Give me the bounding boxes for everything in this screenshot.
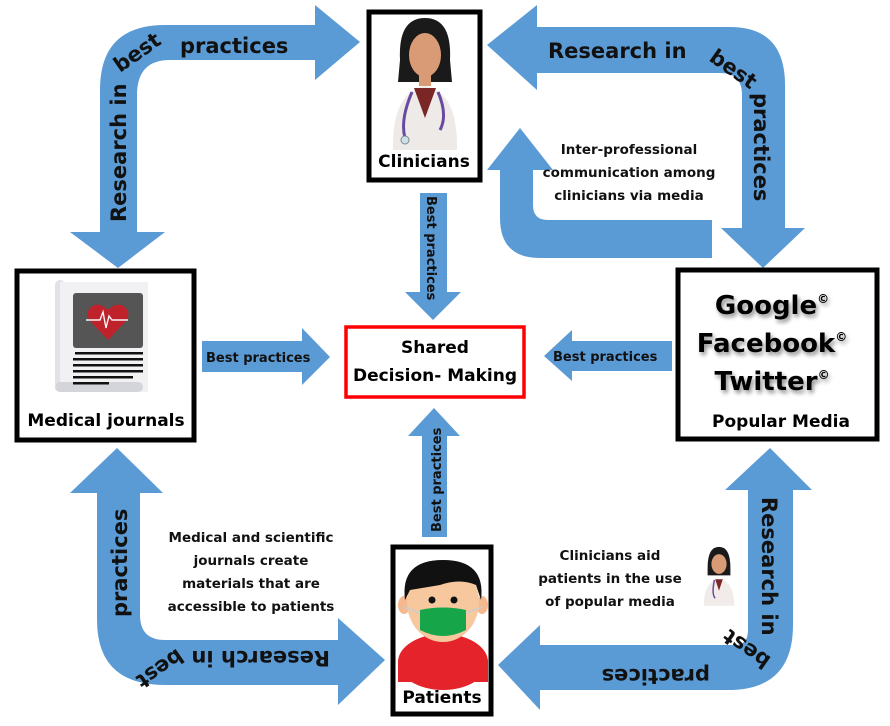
svg-text:materials that are: materials that are [182, 576, 320, 592]
svg-text:clinicians via media: clinicians via media [554, 188, 703, 204]
masked-patient-icon [398, 560, 488, 690]
arrow-research-journals-to-patients: practices best Research in [70, 448, 385, 705]
arrow-inter-professional [487, 128, 712, 258]
label-best-practices: Best practices [553, 350, 658, 365]
svg-text:of popular media: of popular media [545, 594, 675, 610]
node-patients[interactable]: Patients [390, 544, 494, 717]
brand-twitter: Twitter© [714, 367, 829, 397]
note-journals-patients: Medical and scientific journals create m… [168, 530, 335, 615]
arrow-media-to-center: Best practices [544, 330, 672, 381]
label-research-in: Research in [548, 39, 687, 63]
svg-text:Clinicians aid: Clinicians aid [560, 548, 661, 564]
brand-facebook: Facebook© [697, 329, 847, 359]
label-research-in: Research in [107, 83, 131, 222]
label-best-practices: Best practices [423, 196, 438, 301]
node-shared-decision-making[interactable]: Shared Decision- Making [344, 325, 526, 399]
node-label: Medical journals [27, 411, 184, 431]
label-practices: practices [749, 93, 773, 201]
arrow-research-media-to-clinicians: Research in best practices [487, 5, 805, 268]
svg-text:patients in the use: patients in the use [538, 571, 681, 587]
node-medical-journals[interactable]: Medical journals [14, 268, 197, 443]
label-best-practices: Best practices [206, 351, 311, 366]
svg-text:accessible to patients: accessible to patients [168, 599, 335, 615]
journal-heart-icon [55, 280, 148, 392]
female-doctor-icon [392, 18, 458, 150]
center-label-line1: Shared [401, 338, 469, 358]
label-practices: practices [108, 509, 132, 617]
label-best-practices: Best practices [430, 427, 445, 532]
node-popular-media[interactable]: Google© Facebook© Twitter© Popular Media [675, 267, 880, 442]
arrow-research-journals-to-clinicians: Research in best practices [70, 5, 360, 268]
svg-text:communication among: communication among [543, 165, 716, 181]
node-label: Clinicians [378, 152, 470, 172]
label-research-in: Research in [191, 646, 330, 670]
arrow-journals-to-center: Best practices [202, 328, 330, 385]
arrow-patients-to-center: Best practices [408, 408, 460, 537]
female-doctor-small-icon [703, 546, 735, 606]
center-label-line2: Decision- Making [353, 366, 517, 386]
note-inter-professional: Inter-professional communication among c… [543, 142, 716, 204]
arrow-clinicians-to-center: Best practices [405, 193, 461, 320]
svg-text:Inter-professional: Inter-professional [561, 142, 697, 158]
node-clinicians[interactable]: Clinicians [366, 9, 483, 183]
svg-text:journals create: journals create [193, 553, 309, 569]
note-clinicians-aid: Clinicians aid patients in the use of po… [538, 548, 681, 610]
label-practices: practices [180, 34, 288, 58]
label-research-in: Research in [757, 497, 781, 636]
brand-google: Google© [715, 291, 829, 321]
node-label: Popular Media [712, 412, 850, 432]
label-practices: practices [602, 664, 710, 688]
node-label: Patients [402, 688, 481, 708]
svg-text:Medical and scientific: Medical and scientific [169, 530, 334, 546]
